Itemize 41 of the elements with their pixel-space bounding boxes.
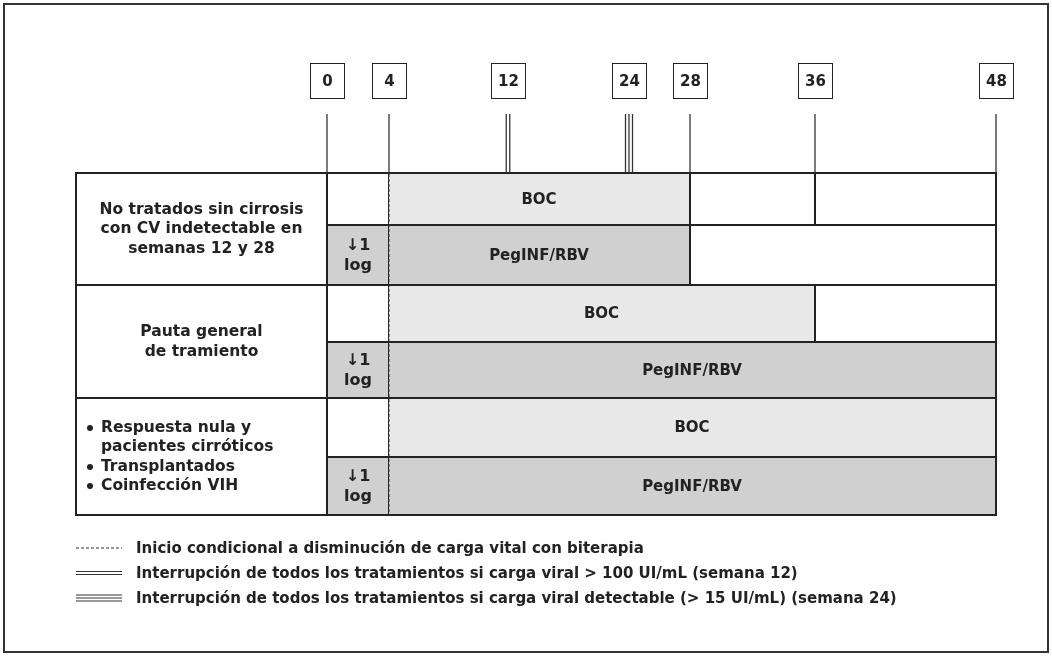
treatment-bar [389,173,690,225]
week-number-box [372,63,407,99]
treatment-bar [327,342,389,398]
week-number-box [979,63,1014,99]
treatment-bar [389,457,996,515]
bar-label: ↓1 log [343,235,373,275]
treatment-bar [327,457,389,515]
week-number: 12 [498,71,519,91]
treatment-bar [389,398,996,457]
row-label: No tratados sin cirrosis con CV indetectable en semanas 12 y 28 [98,199,305,259]
week-number-box [798,63,833,99]
row-header-cell [76,285,327,398]
week-number-box [491,63,526,99]
treatment-bar [389,342,996,398]
week-number-box [310,63,345,99]
bar-label: ↓1 log [343,466,373,506]
bar-label: BOC [674,418,710,437]
bar-label: ↓1 log [343,350,373,390]
bar-label: BOC [583,304,620,323]
treatment-bar [389,285,815,342]
bar-label: PegINF/RBV [642,360,742,380]
week-number: 4 [384,71,395,91]
row-label: Coinfección VIH [101,475,239,496]
week-number: 28 [680,71,701,91]
row-label: Pauta general de tramiento [139,322,264,361]
week-number: 0 [322,71,333,91]
legend-text: Interrupción de todos los tratamientos si carga viral detectable (> 15 UI/mL) (semana 24) [136,589,897,607]
bar-label: PegINF/RBV [489,245,589,265]
week-number-box [612,63,647,99]
week-number: 48 [986,71,1007,91]
bar-label: PegINF/RBV [642,476,742,496]
treatment-bar [389,225,690,285]
treatment-bar [327,225,389,285]
legend-text: Interrupción de todos los tratamientos si carga viral > 100 UI/mL (semana 12) [136,564,798,582]
week-number: 36 [805,71,826,91]
bar-label: BOC [521,189,557,209]
row-label: Respuesta nula y pacientes cirróticos [101,417,275,457]
week-number-box [673,63,708,99]
legend-text: Inicio condicional a disminución de carga vital con biterapia [136,539,644,557]
row-label: Transplantados [101,456,235,476]
week-number: 24 [619,71,640,91]
